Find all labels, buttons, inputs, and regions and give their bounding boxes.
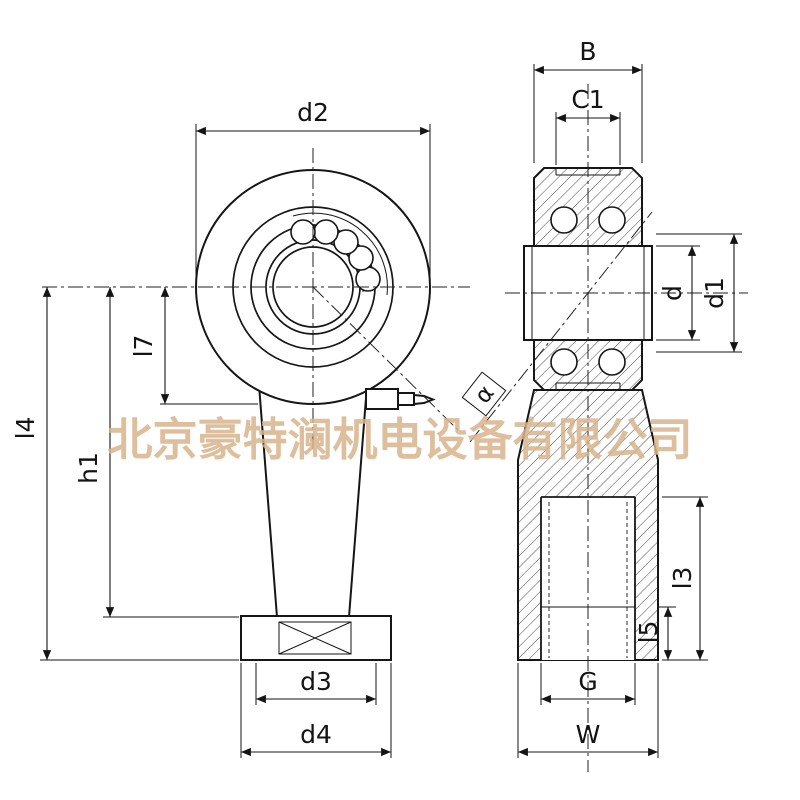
dimension-h1: h1 xyxy=(74,287,239,618)
dimension-l3: l3 xyxy=(662,496,708,661)
watermark-text: 北京豪特澜机电设备有限公司 xyxy=(107,413,692,466)
bearing-ball xyxy=(550,206,578,234)
bearing-ball xyxy=(348,245,374,271)
dim-label-d2: d2 xyxy=(297,98,329,127)
bearing-ball xyxy=(598,348,626,376)
dim-label-l5: l5 xyxy=(634,621,663,644)
dimension-l4: l4 xyxy=(11,287,239,661)
dim-label-d4: d4 xyxy=(300,720,332,749)
bearing-ball xyxy=(333,229,359,255)
bearing-balls xyxy=(290,219,381,292)
dim-label-C1: C1 xyxy=(571,85,604,114)
bearing-ball xyxy=(313,219,339,245)
dimension-d1: d1 xyxy=(656,233,742,353)
dimension-d: d xyxy=(656,245,700,341)
dimension-l7: l7 xyxy=(129,287,258,405)
grease-fitting xyxy=(365,388,436,410)
dim-label-d: d xyxy=(658,285,687,301)
bearing-ball xyxy=(598,206,626,234)
dim-label-d3: d3 xyxy=(300,667,332,696)
angle-label-box xyxy=(461,371,507,417)
dimension-G: G xyxy=(540,663,636,705)
dim-label-l4: l4 xyxy=(11,417,40,440)
dim-label-G: G xyxy=(578,667,597,696)
dimension-d2: d2 xyxy=(195,98,431,282)
dim-label-d1: d1 xyxy=(700,277,729,309)
dimension-B: B xyxy=(533,37,643,163)
front-view xyxy=(42,148,470,661)
dimension-d3: d3 xyxy=(255,663,377,705)
dim-label-W: W xyxy=(576,720,601,749)
dim-label-B: B xyxy=(579,37,596,66)
dim-label-l7: l7 xyxy=(129,335,158,358)
dimension-C1: C1 xyxy=(555,85,621,165)
dimension-d4: d4 xyxy=(240,663,392,758)
dim-label-h1: h1 xyxy=(74,452,103,484)
misalignment-axis-centerline xyxy=(469,211,653,443)
grease-fitting-axis-centerline xyxy=(312,286,459,431)
bearing-ball xyxy=(290,219,316,245)
side-view: α xyxy=(461,84,748,772)
wrench-flat-cross-marker xyxy=(278,621,352,655)
dim-label-l3: l3 xyxy=(668,567,697,590)
dimension-l5: l5 xyxy=(634,606,676,660)
bearing-ball xyxy=(550,348,578,376)
bearing-balls-section xyxy=(550,206,626,376)
dimension-W: W xyxy=(517,663,659,758)
ball-race-outer-arc xyxy=(292,212,388,296)
